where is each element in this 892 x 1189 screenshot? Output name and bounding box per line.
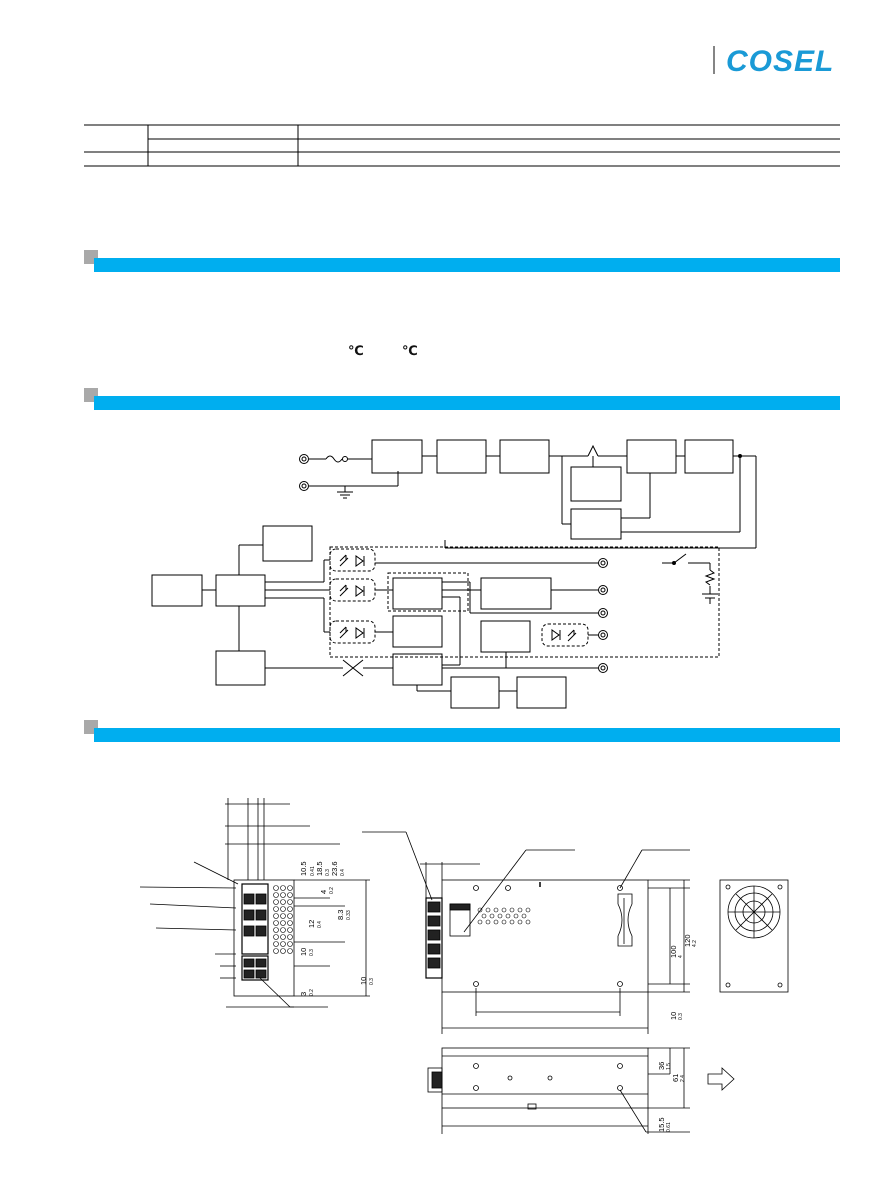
block-fan-control: [450, 676, 500, 709]
transformer-icon: [342, 659, 364, 677]
block-isolated-driver: [392, 653, 443, 686]
input-terminal: [301, 456, 307, 462]
isolated-region: [329, 546, 720, 658]
dimension-label: 10: [669, 1012, 678, 1020]
dimension-label: 12: [307, 920, 316, 928]
dimension-tolerance: 0.4: [340, 869, 346, 876]
block-mcu: [215, 574, 266, 607]
fuse-icon: [309, 455, 372, 463]
block-input-filter: [371, 439, 423, 474]
dimension-label: 23.6: [330, 861, 339, 876]
cosel-logo: COSEL: [713, 45, 834, 76]
fan-end-view: [719, 879, 789, 993]
dimension-label: 100: [669, 945, 678, 958]
outline-drawing: 10.5 0.41 18.5 0.3 23.6 0.4 4 0.2 8.3 0.…: [139, 798, 789, 1134]
block-diagram: [151, 439, 757, 709]
ground-icon: [337, 486, 353, 499]
terminal-side-view: [139, 798, 370, 1008]
signal-terminal: [598, 630, 608, 640]
block-sensor: [151, 574, 203, 607]
photocoupler-glyphs: [339, 554, 577, 642]
section-bar: [94, 396, 840, 410]
airflow-arrow-icon: [707, 1067, 735, 1091]
block-power-good: [480, 620, 531, 653]
section-bar: [94, 258, 840, 272]
dimension-tolerance: 2.4: [680, 1075, 686, 1082]
mounting-bracket: [617, 893, 633, 947]
dimension-label: 10.5: [299, 861, 308, 876]
dimension-label: 120: [683, 934, 692, 947]
block-fan: [516, 676, 567, 709]
section-bar: [94, 728, 840, 742]
vent-holes: [273, 885, 293, 954]
signal-terminal: [598, 585, 608, 595]
side-view: [427, 1047, 690, 1134]
block-output-monitor: [480, 577, 552, 610]
temperature-unit: ℃: [348, 344, 364, 359]
dimension-tolerance: 0.2: [309, 989, 315, 996]
signal-terminal: [598, 663, 608, 673]
photocoupler-icon: [329, 620, 376, 644]
dimension-tolerance: 0.2: [329, 887, 335, 894]
block-voltage-detect: [392, 615, 443, 648]
photocoupler-icon: [329, 578, 376, 602]
temperature-unit: ℃: [402, 344, 418, 359]
dimension-tolerance: 0.33: [346, 910, 352, 920]
dimension-tolerance: 4: [678, 955, 684, 958]
dimension-label: 15.5: [657, 1117, 666, 1132]
dimension-label: 61: [671, 1074, 680, 1082]
transformer-icon: [587, 444, 599, 457]
dimension-tolerance: 4.2: [692, 940, 698, 947]
spec-table: [84, 124, 840, 167]
dimension-label: 4: [319, 890, 328, 894]
dimension-tolerance: 1.5: [666, 1063, 672, 1070]
block-rectifier-out: [626, 439, 677, 474]
dimension-tolerance: 0.41: [310, 866, 316, 876]
logo-text: COSEL: [726, 45, 834, 76]
photocoupler-icon: [329, 548, 376, 572]
block-aux-power: [262, 525, 313, 562]
section-header-1: [84, 250, 840, 272]
section-header-2: [84, 388, 840, 410]
dimension-tolerance: 0.3: [325, 869, 331, 876]
dimension-tolerance: 0.3: [369, 978, 375, 985]
photocoupler-icon: [541, 623, 589, 647]
block-pfc: [499, 439, 550, 474]
input-terminal: [301, 483, 307, 489]
vent-holes: [477, 907, 531, 925]
dimension-label: 18.5: [315, 861, 324, 876]
section-header-3: [84, 720, 840, 742]
block-control: [570, 508, 622, 540]
dimension-tolerance: 0.4: [317, 921, 323, 928]
input-terminal: [299, 481, 309, 491]
signal-terminal: [598, 608, 608, 618]
dimension-label: 36: [657, 1062, 666, 1070]
block-rectifier: [436, 439, 487, 474]
terminal-block: [241, 883, 269, 981]
front-view: [362, 831, 690, 1034]
dimension-tolerance: 0.61: [666, 1122, 672, 1132]
block-remote-control: [392, 577, 443, 610]
dimension-tolerance: 0.3: [309, 949, 315, 956]
input-terminal: [299, 454, 309, 464]
signal-terminal: [598, 558, 608, 568]
dimension-label: 3: [299, 992, 308, 996]
resistor-icon: [704, 569, 716, 586]
dimension-label: 10: [299, 948, 308, 956]
switch-icon: [662, 553, 710, 565]
fan-grille-icon: [727, 885, 781, 939]
dimension-label: 10: [359, 977, 368, 985]
dimension-label: 8.3: [336, 910, 345, 920]
block-fan-driver: [215, 650, 266, 686]
block-drive: [570, 466, 622, 502]
block-smoothing: [684, 439, 734, 474]
dimension-tolerance: 0.3: [678, 1013, 684, 1020]
signal-group: [387, 572, 469, 612]
